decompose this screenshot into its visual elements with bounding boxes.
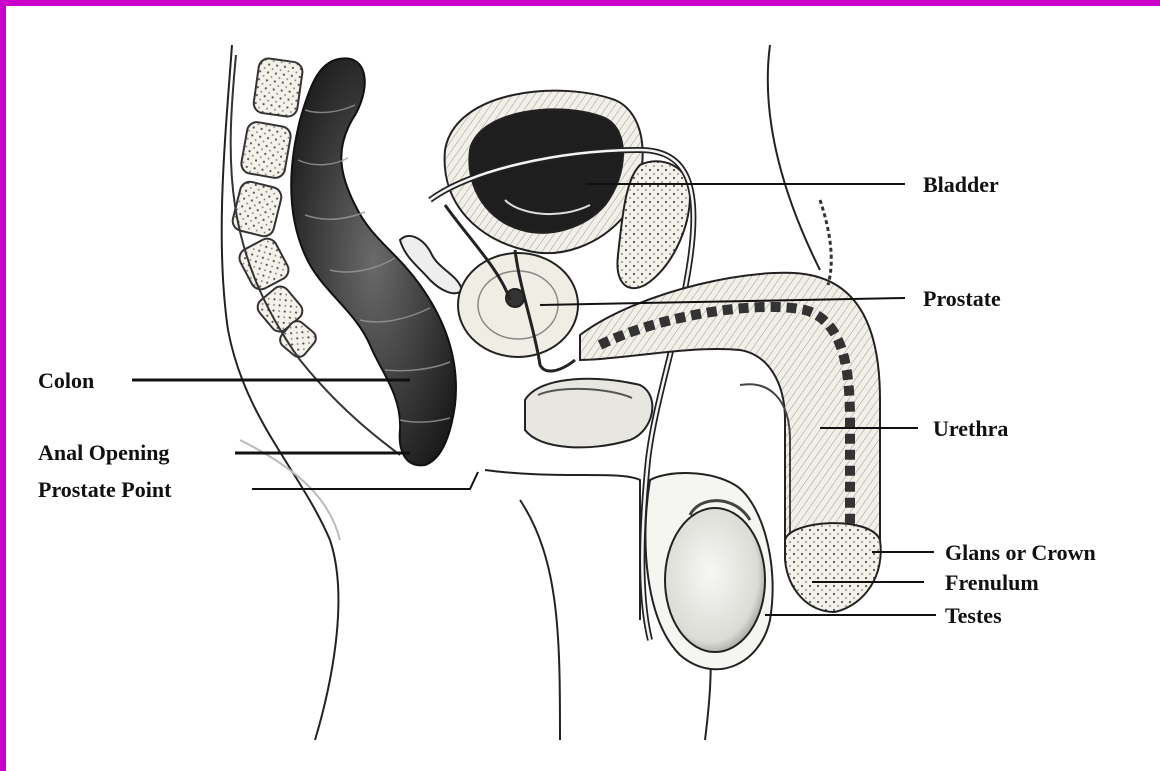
- glans-icon: [785, 523, 881, 612]
- label-prostate-point: Prostate Point: [38, 479, 171, 501]
- label-colon: Colon: [38, 370, 94, 392]
- label-bladder: Bladder: [923, 174, 999, 196]
- pubic-hair: [820, 200, 831, 285]
- label-frenulum: Frenulum: [945, 572, 1039, 594]
- label-glans-or-crown: Glans or Crown: [945, 542, 1096, 564]
- label-urethra: Urethra: [933, 418, 1008, 440]
- label-testes: Testes: [945, 605, 1002, 627]
- label-anal-opening: Anal Opening: [38, 442, 169, 464]
- testes-icon: [645, 473, 772, 669]
- label-prostate: Prostate: [923, 288, 1001, 310]
- bladder-icon: [445, 91, 643, 253]
